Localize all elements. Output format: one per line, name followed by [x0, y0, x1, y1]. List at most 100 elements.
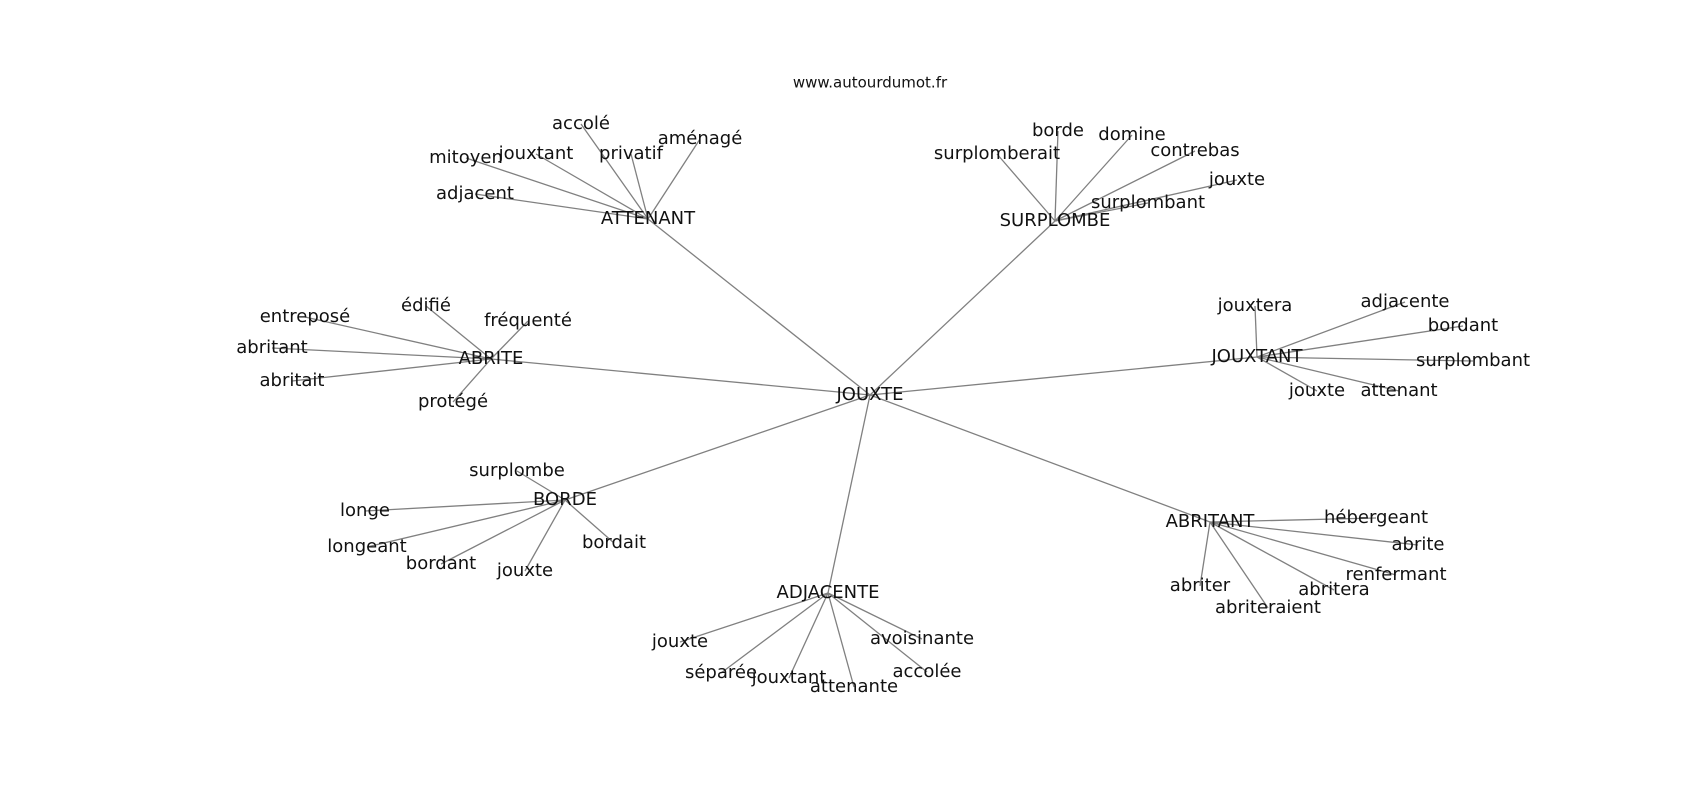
hub-leaf-edge: [1054, 134, 1133, 222]
hub-leaf-edge: [452, 358, 492, 403]
leaf-word-node[interactable]: surplomberait: [934, 143, 1060, 164]
center-word-node[interactable]: JOUXTE: [835, 384, 903, 405]
leaf-word-node[interactable]: jouxte: [651, 631, 708, 652]
leaf-word-node[interactable]: domine: [1098, 124, 1165, 145]
leaf-word-node[interactable]: mitoyen: [429, 147, 503, 168]
hub-leaf-edge: [474, 193, 649, 220]
leaf-word-node[interactable]: contrebas: [1150, 140, 1239, 161]
leaf-word-node[interactable]: jouxtant: [498, 143, 574, 164]
hub-leaf-edge: [996, 153, 1056, 222]
leaf-word-node[interactable]: jouxtera: [1217, 295, 1293, 316]
hub-leaf-edge: [1209, 521, 1269, 609]
leaf-word-node[interactable]: abriteraient: [1215, 597, 1321, 618]
leaf-word-node[interactable]: hébergeant: [1324, 507, 1428, 528]
hub-leaf-edge: [1256, 325, 1464, 358]
hub-leaf-edge: [1209, 521, 1335, 591]
leaf-word-node[interactable]: abrite: [1392, 534, 1445, 555]
hub-leaf-edge: [827, 592, 928, 673]
hub-leaf-edge: [630, 153, 649, 220]
leaf-word-node[interactable]: édifié: [401, 295, 451, 316]
leaf-word-node[interactable]: renfermant: [1345, 564, 1446, 585]
hub-word-node[interactable]: ABRITE: [459, 348, 524, 369]
leaf-word-node[interactable]: adjacent: [436, 183, 514, 204]
leaf-word-node[interactable]: abritera: [1298, 579, 1369, 600]
hub-leaf-edge: [827, 592, 923, 640]
center-hub-edge: [490, 358, 871, 396]
hub-leaf-edge: [291, 358, 492, 382]
hub-leaf-edge: [1209, 521, 1419, 546]
hub-leaf-edge: [535, 153, 649, 220]
leaf-word-node[interactable]: abritant: [236, 337, 307, 358]
center-hub-edge: [647, 218, 871, 396]
hub-leaf-edge: [524, 499, 566, 572]
leaf-word-node[interactable]: séparée: [685, 662, 757, 683]
leaf-word-node[interactable]: bordant: [1428, 315, 1498, 336]
hub-leaf-edge: [364, 499, 566, 512]
hub-leaf-edge: [440, 499, 566, 565]
hub-leaf-edge: [1199, 521, 1211, 587]
leaf-word-node[interactable]: abriter: [1170, 575, 1231, 596]
leaf-word-node[interactable]: surplombant: [1091, 192, 1205, 213]
center-hub-edge: [827, 394, 871, 594]
hub-leaf-edge: [827, 592, 855, 688]
hub-leaf-edge: [580, 123, 649, 220]
hub-word-node[interactable]: BORDE: [533, 489, 597, 510]
leaf-word-node[interactable]: entreposé: [260, 306, 351, 327]
graph-edges: [271, 123, 1474, 688]
leaf-word-node[interactable]: privatif: [599, 143, 664, 164]
leaf-word-node[interactable]: abritait: [259, 370, 324, 391]
leaf-word-node[interactable]: borde: [1032, 120, 1084, 141]
leaf-word-node[interactable]: bordait: [582, 532, 646, 553]
leaf-word-node[interactable]: attenant: [1360, 380, 1437, 401]
leaf-word-node[interactable]: jouxtant: [751, 667, 827, 688]
hub-leaf-edge: [647, 138, 701, 220]
leaf-word-node[interactable]: bordant: [406, 553, 476, 574]
hub-leaf-edge: [271, 347, 492, 360]
hub-leaf-edge: [1054, 130, 1059, 222]
hub-leaf-edge: [490, 320, 529, 360]
hub-word-node[interactable]: ADJACENTE: [777, 582, 880, 603]
hub-word-node[interactable]: ATTENANT: [601, 208, 696, 229]
hub-leaf-edge: [1054, 150, 1196, 222]
hub-leaf-edge: [1256, 301, 1406, 358]
leaf-word-node[interactable]: accolée: [893, 661, 962, 682]
leaf-word-node[interactable]: jouxte: [1288, 380, 1345, 401]
hub-leaf-edge: [1256, 356, 1400, 392]
hub-leaf-edge: [1256, 356, 1318, 392]
hub-word-node[interactable]: JOUXTANT: [1210, 346, 1303, 367]
center-hub-edge: [869, 356, 1258, 396]
leaf-word-node[interactable]: longe: [340, 500, 390, 521]
hub-leaf-edge: [720, 592, 829, 674]
hub-word-node[interactable]: ABRITANT: [1166, 511, 1256, 532]
leaf-word-node[interactable]: surplombant: [1416, 350, 1530, 371]
leaf-word-node[interactable]: accolé: [552, 113, 610, 134]
leaf-word-node[interactable]: aménagé: [658, 128, 743, 149]
source-label: www.autourdumot.fr: [793, 74, 948, 92]
hub-leaf-edge: [679, 592, 829, 643]
hub-leaf-edge: [1209, 517, 1377, 523]
center-hub-edge: [869, 220, 1056, 396]
hub-leaf-edge: [465, 157, 649, 220]
center-hub-edge: [564, 394, 871, 501]
leaf-word-node[interactable]: protégé: [418, 391, 488, 412]
hub-leaf-edge: [1054, 179, 1238, 222]
center-hub-edge: [869, 394, 1211, 523]
hub-leaf-edge: [516, 470, 566, 501]
leaf-word-node[interactable]: surplombe: [469, 460, 565, 481]
leaf-word-node[interactable]: adjacente: [1361, 291, 1450, 312]
hub-leaf-edge: [788, 592, 829, 679]
hub-leaf-edge: [1209, 521, 1397, 576]
hub-leaf-edge: [366, 499, 566, 548]
leaf-word-node[interactable]: attenante: [810, 676, 898, 697]
hub-leaf-edge: [425, 305, 492, 360]
hub-leaf-edge: [1254, 305, 1258, 358]
leaf-word-node[interactable]: avoisinante: [870, 628, 974, 649]
hub-leaf-edge: [564, 499, 615, 544]
leaf-word-node[interactable]: jouxte: [1208, 169, 1265, 190]
leaf-word-node[interactable]: fréquenté: [484, 310, 572, 331]
leaf-word-node[interactable]: jouxte: [496, 560, 553, 581]
hub-word-node[interactable]: SURPLOMBE: [1000, 210, 1111, 231]
leaf-word-node[interactable]: longeant: [327, 536, 406, 557]
